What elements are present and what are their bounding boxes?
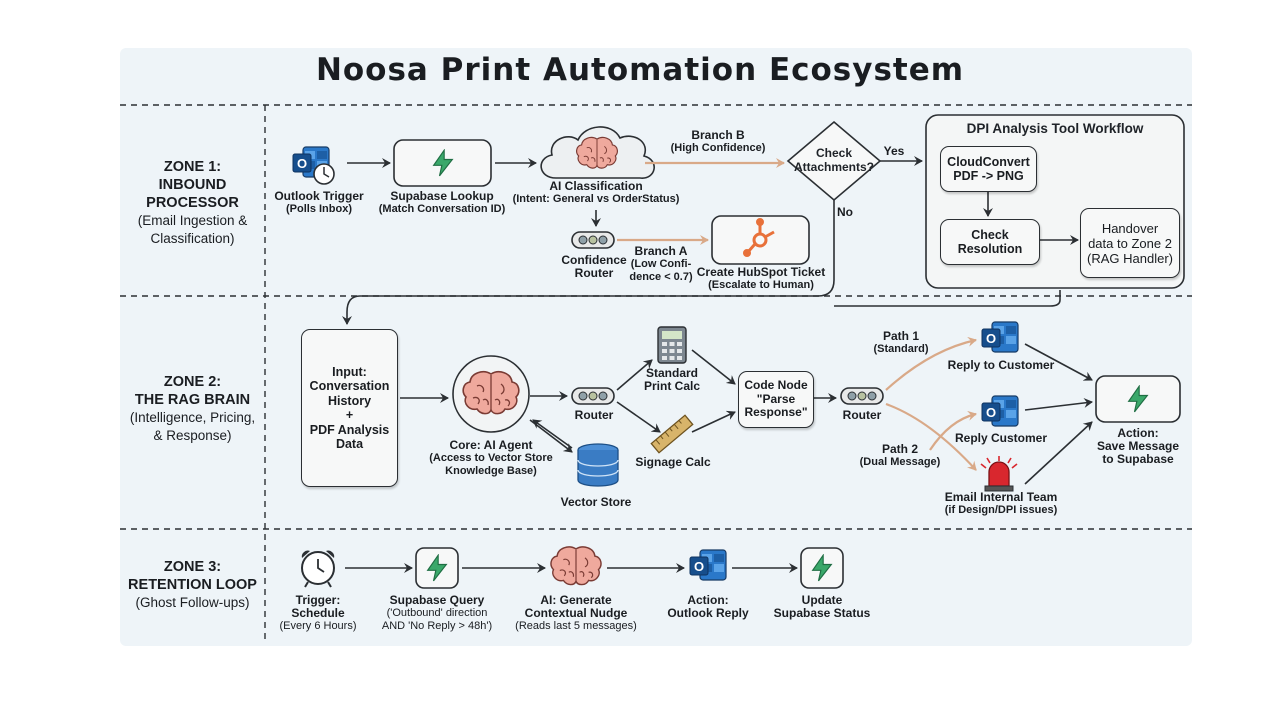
- core-agent-title: Core: AI Agent: [449, 438, 533, 452]
- standard-print-label: Standard Print Calc: [643, 366, 701, 393]
- zone-dividers: [120, 104, 1192, 643]
- email-internal-label: Email Internal Team (if Design/DPI issue…: [945, 491, 1057, 517]
- vector-store-label: Vector Store: [560, 495, 632, 509]
- path1-label: Path 1 (Standard): [874, 330, 929, 356]
- no-label: No: [837, 205, 853, 219]
- trigger-label: Trigger: Schedule (Every 6 Hours): [279, 594, 356, 633]
- brain-cloud-icon: [540, 126, 655, 179]
- zone1-label: ZONE 1: INBOUND PROCESSOR (Email Ingesti…: [120, 158, 265, 248]
- confidence-router-label: Confidence Router: [561, 253, 627, 280]
- outlook-trigger-label: Outlook Trigger (Polls Inbox): [274, 190, 363, 216]
- update-status-label: Update Supabase Status: [773, 593, 871, 620]
- zone2-desc: (Intelligence, Pricing, & Response): [129, 410, 256, 443]
- email-internal-title: Email Internal Team: [944, 490, 1058, 504]
- page-title: Noosa Print Automation Ecosystem: [315, 52, 965, 88]
- zone1-desc: (Email Ingestion & Classification): [137, 213, 248, 246]
- ai-nudge-label: AI: Generate Contextual Nudge (Reads las…: [515, 594, 637, 633]
- ai-nudge-sub: (Reads last 5 messages): [515, 620, 637, 632]
- supabase-lookup-title: Supabase Lookup: [390, 189, 494, 203]
- outlook-reply-label: Action: Outlook Reply: [667, 593, 749, 620]
- zone1-accent-arrows: [617, 158, 785, 245]
- signage-label: Signage Calc: [635, 455, 711, 469]
- trigger-sub: (Every 6 Hours): [279, 620, 357, 632]
- zone3-desc: (Ghost Follow-ups): [135, 595, 250, 610]
- hubspot-node: [711, 215, 810, 265]
- router1-label: Router: [574, 408, 614, 422]
- hubspot-label: Create HubSpot Ticket (Escalate to Human…: [697, 266, 825, 292]
- path2-sub: (Dual Message): [859, 456, 941, 468]
- handover-node: Handover data to Zone 2 (RAG Handler): [1080, 208, 1180, 278]
- hubspot-title: Create HubSpot Ticket: [696, 265, 826, 279]
- zone2-label: ZONE 2: THE RAG BRAIN (Intelligence, Pri…: [120, 373, 265, 445]
- save-message-node: [1095, 375, 1181, 423]
- branch-b-label: Branch B (High Confidence): [671, 129, 766, 155]
- ai-classification-sub: (Intent: General vs OrderStatus): [512, 193, 680, 205]
- hubspot-icon: [743, 218, 775, 257]
- supabase-query-label: Supabase Query ('Outbound' direction AND…: [382, 594, 492, 633]
- core-agent-sub: (Access to Vector Store Knowledge Base): [429, 452, 553, 477]
- zone3-name: ZONE 3: RETENTION LOOP: [128, 559, 257, 593]
- router2-label: Router: [842, 408, 882, 422]
- reply-customer-label: Reply to Customer: [947, 358, 1055, 372]
- branch-a-title: Branch A: [634, 244, 688, 258]
- ai-classification-title: AI Classification: [549, 179, 643, 193]
- branch-b-title: Branch B: [691, 128, 745, 142]
- ai-classification-label: AI Classification (Intent: General vs Or…: [513, 180, 680, 206]
- check-resolution-node: Check Resolution: [940, 219, 1040, 265]
- path1-sub: (Standard): [873, 343, 929, 355]
- outlook-trigger-sub: (Polls Inbox): [286, 203, 352, 215]
- input-node: Input: Conversation History + PDF Analys…: [301, 329, 398, 487]
- router-icon: [571, 387, 615, 405]
- zone1-arrows: [342, 156, 1079, 325]
- alarm-light-icon: [980, 456, 1018, 492]
- zone2-accent-arrows: [885, 336, 977, 471]
- supabase-query-sub: ('Outbound' direction AND 'No Reply > 48…: [381, 607, 493, 632]
- branch-a-sub: (Low Confi- dence < 0.7): [629, 258, 693, 283]
- router-icon: [840, 387, 884, 405]
- path1-title: Path 1: [882, 329, 919, 343]
- outlook-trigger-title: Outlook Trigger: [274, 189, 364, 203]
- update-status-node: [800, 547, 844, 589]
- supabase-lookup-node: [393, 139, 492, 187]
- outlook-icon: [981, 395, 1019, 427]
- core-agent-label: Core: AI Agent (Access to Vector Store K…: [429, 439, 553, 478]
- supabase-query-node: [415, 547, 459, 589]
- branch-a-label: Branch A (Low Confi- dence < 0.7): [629, 245, 692, 284]
- trigger-title: Trigger: Schedule: [291, 593, 345, 620]
- outlook-icon: [689, 549, 727, 581]
- path2-label: Path 2 (Dual Message): [860, 443, 941, 469]
- outlook-icon: [981, 321, 1019, 353]
- branch-b-sub: (High Confidence): [670, 142, 766, 154]
- brain-icon: [576, 136, 618, 169]
- outlook-clock-icon: [292, 146, 335, 185]
- zone3-label: ZONE 3: RETENTION LOOP (Ghost Follow-ups…: [120, 558, 265, 612]
- yes-label: Yes: [883, 144, 905, 158]
- reply-customer2-label: Reply Customer: [954, 431, 1048, 445]
- check-attachments-text: Check Attachments?: [793, 146, 874, 174]
- ai-nudge-title: AI: Generate Contextual Nudge: [524, 593, 628, 620]
- brain-icon: [462, 371, 520, 415]
- email-internal-sub: (if Design/DPI issues): [944, 504, 1058, 516]
- path2-title: Path 2: [881, 442, 919, 456]
- brain-icon: [550, 546, 602, 586]
- save-message-label: Action: Save Message to Supabase: [1096, 426, 1180, 466]
- alarm-clock-icon: [301, 550, 335, 588]
- hubspot-sub: (Escalate to Human): [708, 279, 814, 291]
- calculator-icon: [657, 326, 687, 364]
- supabase-lookup-sub: (Match Conversation ID): [378, 203, 506, 215]
- zone1-name: ZONE 1: INBOUND PROCESSOR: [146, 159, 239, 211]
- core-agent-circle: [452, 355, 530, 433]
- supabase-lookup-label: Supabase Lookup (Match Conversation ID): [379, 190, 506, 216]
- code-node: Code Node "Parse Response": [738, 371, 814, 428]
- zone2-name: ZONE 2: THE RAG BRAIN: [134, 374, 251, 408]
- dpi-group-title: DPI Analysis Tool Workflow: [966, 121, 1144, 136]
- ruler-icon: [650, 414, 694, 454]
- supabase-query-title: Supabase Query: [389, 593, 485, 607]
- router-icon: [571, 231, 615, 249]
- zone2-arrows: [400, 343, 1093, 485]
- cloudconvert-node: CloudConvert PDF -> PNG: [940, 146, 1037, 192]
- database-icon: [577, 443, 619, 487]
